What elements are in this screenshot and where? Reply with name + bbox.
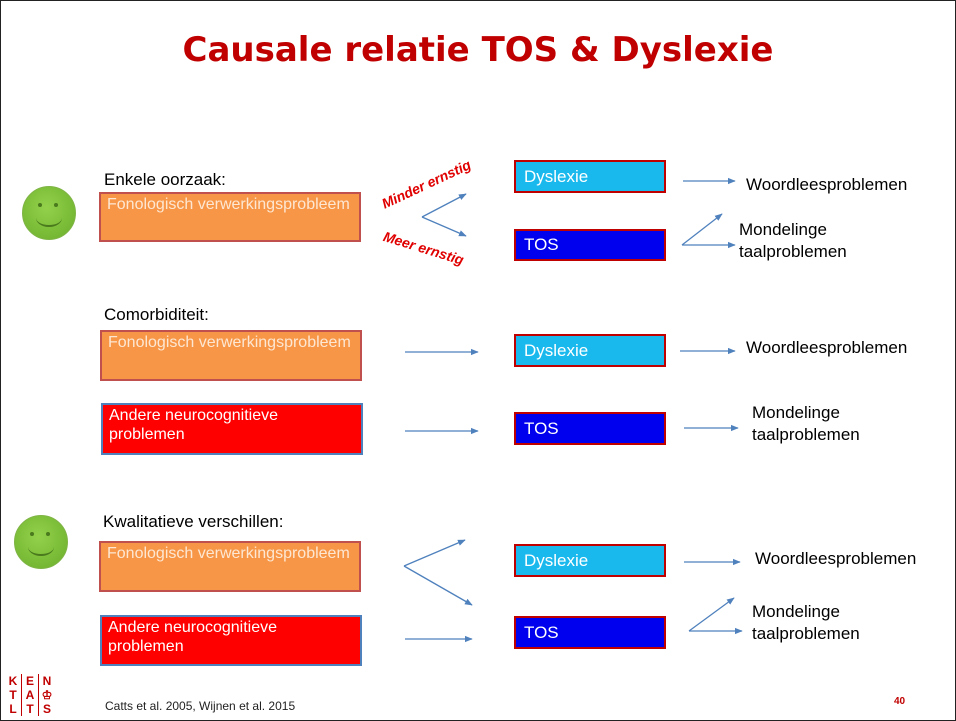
arrow-icon	[421, 216, 467, 237]
arrow-icon	[403, 539, 466, 567]
comorbidity-phonological-box: Fonologisch verwerkingsprobleem	[100, 330, 362, 381]
slide-title: Causale relatie TOS & Dyslexie	[182, 30, 774, 70]
qualitative-language-line1: Mondelinge	[752, 602, 840, 621]
comorbidity-language-line2: taalproblemen	[752, 425, 860, 444]
smiley-icon	[14, 515, 68, 569]
qualitative-heading: Kwalitatieve verschillen:	[103, 512, 284, 531]
language-outcome-line2: taalproblemen	[739, 242, 847, 261]
comorbidity-dld-box: TOS	[514, 412, 666, 445]
qualitative-language-line2: taalproblemen	[752, 624, 860, 643]
qualitative-other-box: Andere neurocognitieve problemen	[100, 615, 362, 666]
arrow-icon	[681, 213, 723, 246]
phonological-cause-box: Fonologisch verwerkingsprobleem	[99, 192, 361, 242]
qualitative-phonological-box: Fonologisch verwerkingsprobleem	[99, 541, 361, 592]
arrow-icon	[688, 597, 735, 632]
comorbidity-dyslexia-box: Dyslexie	[514, 334, 666, 367]
comorbidity-other-box: Andere neurocognitieve problemen	[101, 403, 363, 455]
comorbidity-reading-outcome: Woordleesproblemen	[746, 338, 908, 357]
page-number: 40	[894, 696, 906, 707]
reading-outcome: Woordleesproblemen	[746, 175, 908, 194]
arrow-icon	[421, 193, 467, 218]
comorbidity-heading: Comorbiditeit:	[104, 305, 209, 324]
smiley-icon	[22, 186, 76, 240]
dyslexia-box: Dyslexie	[514, 160, 666, 193]
qualitative-dyslexia-box: Dyslexie	[514, 544, 666, 577]
qualitative-reading-outcome: Woordleesproblemen	[755, 549, 917, 568]
citation: Catts et al. 2005, Wijnen et al. 2015	[105, 699, 296, 713]
comorbidity-language-line1: Mondelinge	[752, 403, 840, 422]
language-outcome-line1: Mondelinge	[739, 220, 827, 239]
dld-box: TOS	[514, 229, 666, 261]
qualitative-dld-box: TOS	[514, 616, 666, 649]
arrow-icon	[403, 565, 473, 606]
single-cause-heading: Enkele oorzaak:	[104, 170, 226, 189]
